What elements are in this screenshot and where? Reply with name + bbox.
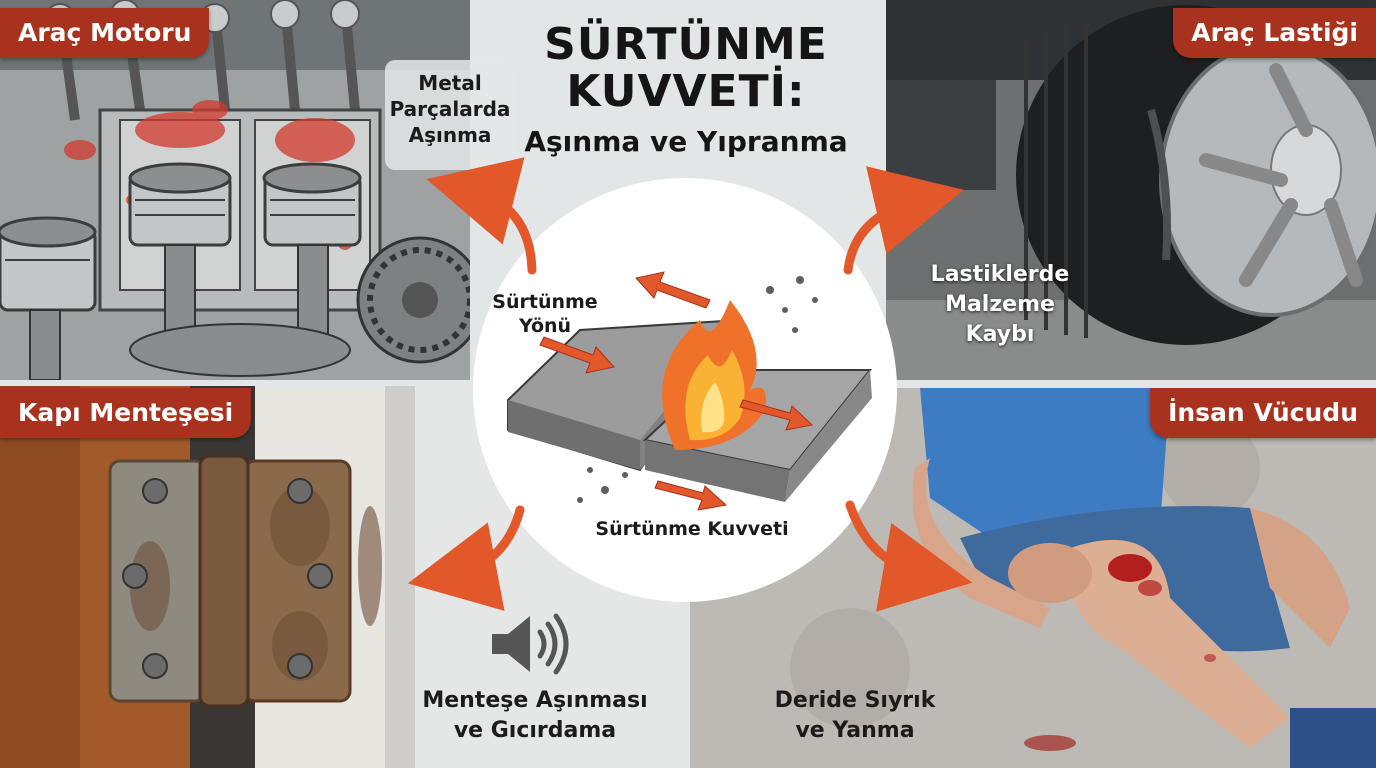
body-caption-line: Deride Sıyrık [774,688,936,713]
body-caption: Deride Sıyrık ve Yanma [740,686,970,746]
leg [1068,539,1290,748]
center-diagram [473,178,897,602]
body-caption-line: ve Yanma [795,718,915,743]
direction-label-line: Yönü [518,315,572,337]
body-illustration [690,388,1376,768]
tire-tag: Araç Lastiği [1173,8,1376,58]
hinge-panel: Kapı Menteşesi [0,386,680,768]
body-tag: İnsan Vücudu [1150,388,1376,438]
flame-icon [662,300,766,450]
title-block: SÜRTÜNME KUVVETİ: Aşınma ve Yıpranma [482,22,890,164]
title-line-1: SÜRTÜNME [544,19,828,70]
tire-caption-line: Kaybı [965,322,1035,347]
tire-illustration [886,0,1376,380]
subtitle: Aşınma ve Yıpranma [524,125,848,158]
hinge-knuckle [198,454,250,708]
direction-label-line: Sürtünme [492,291,598,313]
engine-tag: Araç Motoru [0,8,210,58]
gear [356,236,470,364]
hinge-illustration [0,386,680,768]
direction-label: Sürtünme Yönü [480,290,610,338]
hinge-tag: Kapı Menteşesi [0,388,252,438]
tire-caption-line: Malzeme [945,292,1055,317]
engine-caption-backdrop [385,60,515,170]
tire-panel: Araç Lastiği [886,0,1376,380]
tire-caption-line: Lastiklerde [930,262,1070,287]
engine-caption-line: Aşınma [408,123,492,147]
speaker-icon [492,613,569,675]
direction-arrow-icon [539,271,814,511]
tire-caption: Lastiklerde Malzeme Kaybı [915,260,1085,350]
engine-caption-line: Parçalarda [389,97,511,121]
debris-particles [577,276,818,503]
hinge-caption-line: Menteşe Aşınması [422,688,648,713]
engine-panel: Araç Motoru [0,0,470,380]
shirt [920,388,1170,551]
body-panel: İnsan Vücudu [690,388,1376,768]
force-label: Sürtünme Kuvveti [595,518,789,540]
engine-caption-line: Metal [418,71,482,95]
scrape-mark [1108,554,1216,662]
hinge-caption: Menteşe Aşınması ve Gıcırdama [400,686,670,746]
title-line-2: KUVVETİ: [566,66,806,117]
hinge-caption-line: ve Gıcırdama [453,718,617,743]
engine-caption: Metal Parçalarda Aşınma [370,70,530,148]
screws [122,478,333,679]
